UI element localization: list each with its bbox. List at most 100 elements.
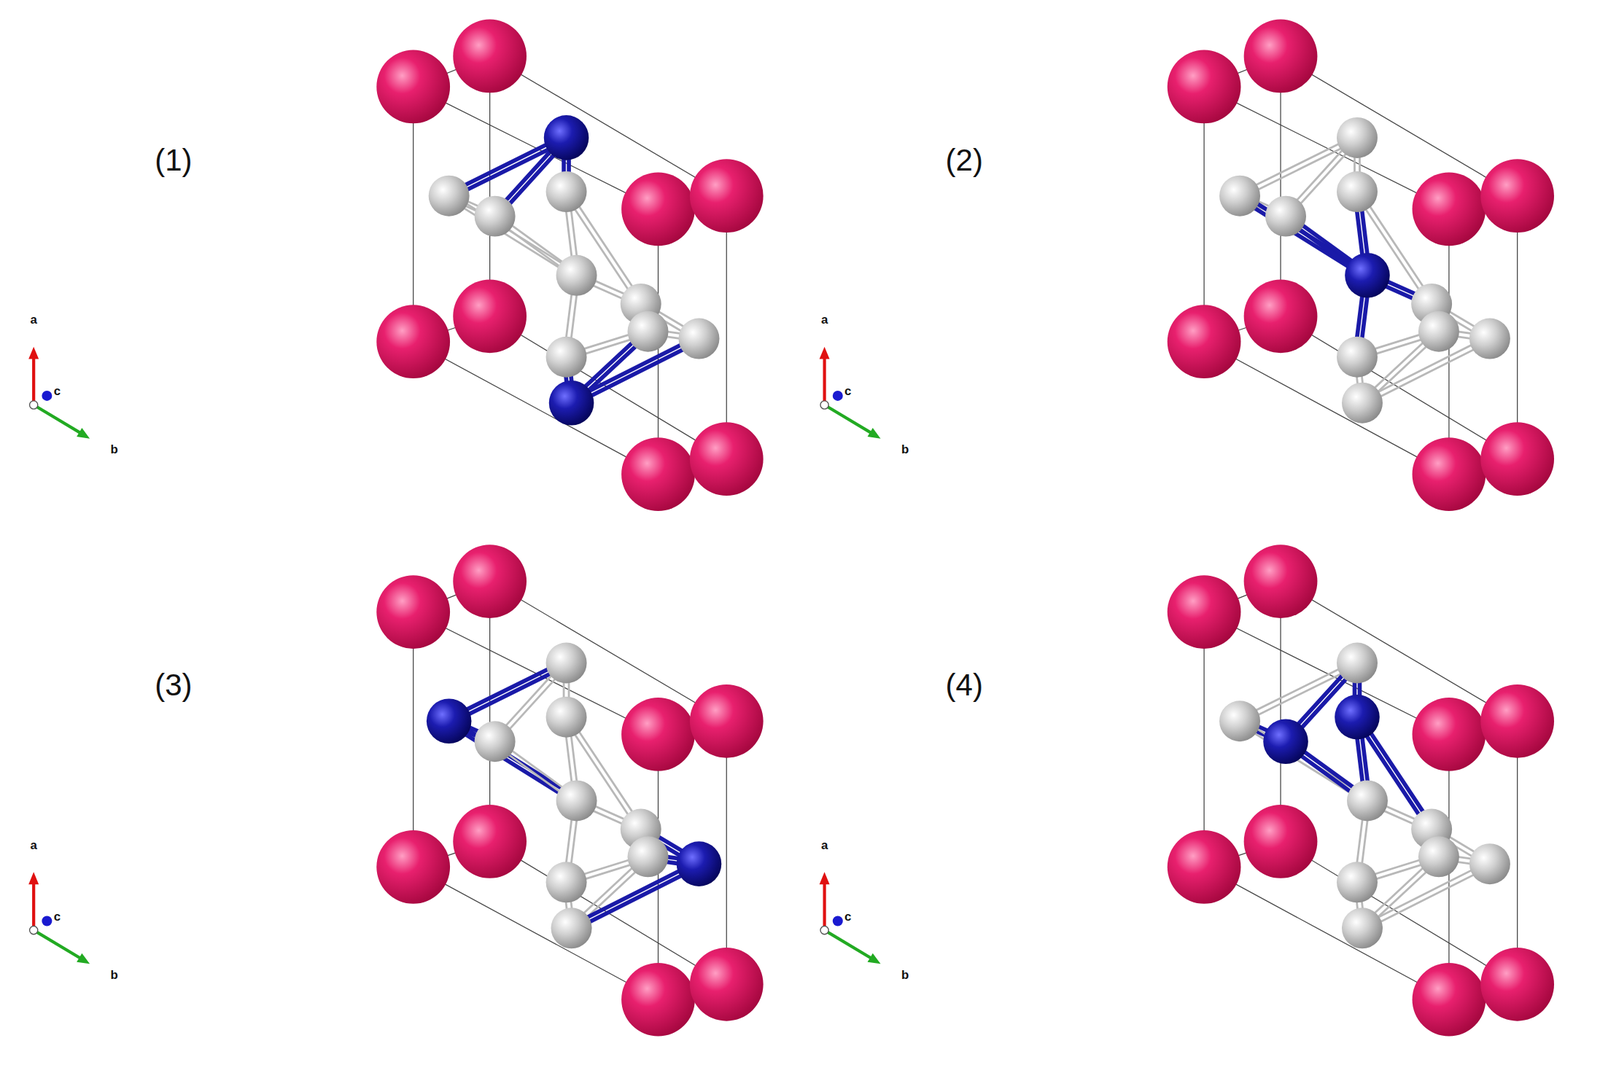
bond [1363, 341, 1492, 406]
metal-atom [1167, 575, 1242, 650]
atoms [1219, 643, 1511, 950]
cell-edge [490, 316, 728, 460]
axis-c-ball [832, 916, 844, 927]
metal-atom [1412, 172, 1487, 246]
axis-indicator [28, 347, 90, 440]
axis-indicator [819, 872, 881, 965]
axis-arrowhead [28, 347, 39, 360]
metal-atom [689, 948, 764, 1022]
axis-arrowhead [819, 872, 830, 885]
corner-atoms [376, 544, 763, 1037]
axis-arrow [32, 355, 36, 406]
axis-label: a [30, 314, 38, 327]
metal-atom [1412, 697, 1487, 772]
carbon-atom [556, 780, 598, 822]
nitrogen-atom [426, 698, 472, 744]
cell-edge [490, 841, 728, 985]
carbon-atom [1219, 700, 1261, 742]
axis-label: a [821, 840, 828, 853]
metal-atom [1167, 304, 1242, 379]
metal-atom [689, 422, 764, 496]
unit-cell [413, 56, 728, 475]
metal-atom [689, 158, 764, 233]
corner-atoms [1167, 544, 1555, 1037]
carbon-atom [1469, 843, 1511, 885]
cell-edge [1280, 316, 1518, 460]
axis-label: c [844, 385, 852, 399]
metal-atom [376, 830, 450, 905]
panel-number: (2) [945, 145, 984, 176]
carbon-atom [627, 311, 669, 353]
axis-c-ball [41, 916, 52, 927]
cell-edge [412, 86, 414, 343]
carbon-atom [1341, 382, 1383, 424]
metal-atom [452, 19, 527, 94]
metal-atom [1244, 544, 1318, 619]
carbon-atom [546, 697, 588, 739]
corner-atoms [376, 19, 763, 512]
carbon-atom [1336, 117, 1378, 159]
nitrogen-atom [1344, 253, 1390, 299]
cell-edge [1280, 841, 1518, 985]
axis-arrow [824, 930, 874, 960]
axis-label: b [901, 444, 909, 457]
axis-arrow [33, 930, 83, 960]
nitrogen-atom [676, 841, 722, 887]
cell-edge [1203, 612, 1205, 868]
metal-atom [1480, 684, 1555, 759]
metal-atom [1244, 19, 1318, 94]
carbon-atom [1346, 780, 1388, 822]
carbon-atom [546, 643, 588, 685]
nitrogen-atom [1263, 719, 1309, 765]
axis-arrow [822, 355, 826, 406]
metal-atom [1244, 279, 1318, 353]
atoms [426, 643, 722, 950]
unit-cell [1204, 581, 1518, 1001]
cell-edge [1280, 581, 1518, 722]
cell-edge [489, 56, 491, 317]
metal-atom [452, 805, 527, 879]
carbon-atom [428, 175, 470, 217]
axis-origin [29, 401, 38, 410]
axis-indicator [819, 347, 881, 440]
cell-edge [1204, 342, 1450, 475]
unit-cell [413, 581, 728, 1001]
axis-label: b [110, 444, 119, 457]
cell-edge [489, 581, 491, 843]
cell-edge [1279, 56, 1281, 317]
panel-number: (3) [154, 670, 192, 701]
metal-atom [621, 697, 695, 772]
carbon-atom [546, 336, 588, 378]
axis-arrow [822, 880, 826, 932]
metal-atom [1412, 437, 1487, 512]
axis-label: a [821, 314, 828, 327]
cell-edge [1516, 196, 1518, 460]
axis-arrowhead [867, 428, 881, 440]
carbon-atom [1336, 643, 1378, 685]
bonds [1238, 660, 1491, 931]
bonds [1238, 135, 1491, 406]
cell-edge [1280, 56, 1518, 197]
carbon-atom [551, 907, 593, 949]
axis-label: a [30, 840, 38, 853]
metal-atom [1167, 830, 1242, 905]
nitrogen-atom [1334, 694, 1380, 741]
nitrogen-atom [549, 380, 595, 426]
carbon-atom [1469, 318, 1511, 360]
axis-arrowhead [867, 953, 881, 965]
structure-panel [819, 544, 1555, 1037]
axis-indicator [28, 872, 90, 965]
carbon-atom [546, 171, 588, 213]
cell-edge [412, 612, 414, 868]
metal-atom [1167, 50, 1242, 124]
atoms [428, 115, 720, 426]
bonds [447, 135, 701, 406]
axis-arrow [32, 880, 36, 932]
carbon-atom [678, 318, 720, 360]
cell-edge [726, 721, 728, 985]
carbon-atom [1336, 861, 1378, 903]
carbon-atom [474, 196, 516, 238]
metal-atom [452, 279, 527, 353]
cell-edge [490, 581, 728, 722]
metal-atom [452, 544, 527, 619]
